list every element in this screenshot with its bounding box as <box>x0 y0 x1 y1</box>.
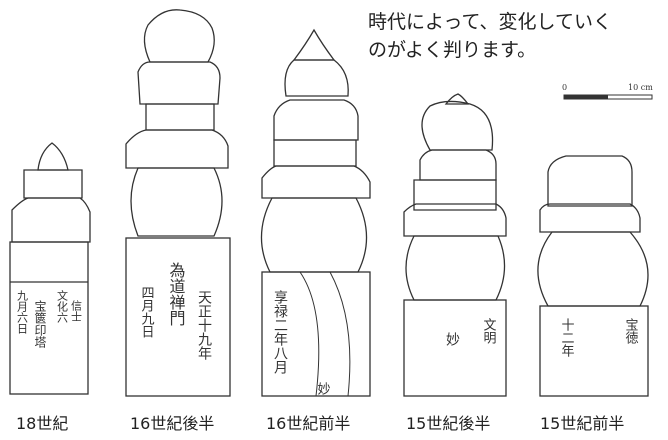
stupa-16c-early-ring1 <box>273 99 359 141</box>
stupa-18c-inscription-4: 信士 <box>70 300 83 322</box>
stupa-18c-inscription-1: 宝篋印塔 <box>33 300 47 349</box>
label-15c-early: 15世紀前半 <box>540 414 625 433</box>
stupa-15c-early-roof <box>539 203 641 233</box>
label-16c-late: 16世紀後半 <box>130 414 215 433</box>
stupa-15c-late: 文明 妙 <box>403 93 507 397</box>
stupa-15c-early-belly <box>537 231 649 307</box>
stupa-16c-late-belly <box>130 167 223 237</box>
stupa-15c-early-base <box>539 305 649 397</box>
caption-line-1: 時代によって、変化していく <box>368 11 612 33</box>
stupa-15c-late-roof <box>403 203 507 237</box>
stupa-18c-inscription-2: 文化六 <box>56 289 69 323</box>
stupa-16c-late-inscription-1: 天正十九年 <box>196 290 212 360</box>
stupa-16c-early-belly <box>260 197 368 273</box>
stupa-16c-early-inscription-1: 享禄二年八月 <box>272 289 288 375</box>
stupa-15c-early-inscription-1: 宝徳 <box>623 318 639 344</box>
stupa-18c-body <box>9 241 89 395</box>
stupa-18c-roof <box>11 197 91 243</box>
stupa-16c-late: 天正十九年 四月九日 為道禅門 <box>125 9 231 397</box>
caption: 時代によって、変化していく のがよく判ります。 <box>368 8 668 64</box>
stupa-16c-early-spire <box>292 28 336 61</box>
scale-bar: 0 10 cm <box>562 83 653 100</box>
stupa-15c-late-inscription-2: 妙 <box>444 332 460 346</box>
stupa-16c-early-drape <box>299 271 351 397</box>
stupa-16c-late-ring1 <box>137 61 221 105</box>
stupa-15c-late-finial <box>444 93 470 105</box>
scale-end-label: 10 cm <box>628 83 653 92</box>
stupa-15c-early-inscription-2: 十二年 <box>559 318 575 357</box>
caption-line-2: のがよく判ります。 <box>368 39 537 61</box>
stupa-15c-late-jewel <box>421 100 494 151</box>
stupa-18c-inscription-3: 九月六日 <box>16 290 29 334</box>
stupa-15c-late-ring2 <box>413 179 497 211</box>
stupa-16c-early-jewel <box>284 59 349 97</box>
stupa-15c-late-ring1 <box>419 149 497 181</box>
stupa-16c-early: 享禄二年八月 妙 <box>260 28 371 397</box>
stupa-16c-late-inscription-3: 為道禅門 <box>167 262 186 327</box>
stupa-15c-late-belly <box>405 235 506 301</box>
stupa-16c-late-ring2 <box>145 103 215 131</box>
stupa-18c-finial <box>37 142 69 171</box>
stupa-15c-late-base <box>403 299 507 397</box>
label-16c-early: 16世紀前半 <box>266 414 351 433</box>
stupa-16c-late-inscription-2: 四月九日 <box>139 286 155 338</box>
stupa-16c-early-roof <box>261 165 371 199</box>
stupa-16c-late-jewel <box>143 9 215 63</box>
stupa-16c-early-inscription-2: 妙 <box>315 382 331 395</box>
stupa-18c: 宝篋印塔 文化六 九月六日 信士 <box>9 142 91 395</box>
stupa-18c-cap <box>23 169 83 199</box>
scale-bar-fill <box>564 95 608 99</box>
stupa-16c-early-ring2 <box>273 139 357 167</box>
label-18c: 18世紀 <box>16 414 69 433</box>
label-15c-late: 15世紀後半 <box>406 414 491 433</box>
stupa-16c-late-roof <box>125 129 229 169</box>
stupa-16c-late-base <box>125 237 231 397</box>
stupa-15c-late-inscription-1: 文明 <box>481 318 497 345</box>
scale-start-label: 0 <box>562 83 567 92</box>
stupa-15c-early-top <box>547 155 633 207</box>
stupa-15c-early: 宝徳 十二年 <box>537 155 649 397</box>
